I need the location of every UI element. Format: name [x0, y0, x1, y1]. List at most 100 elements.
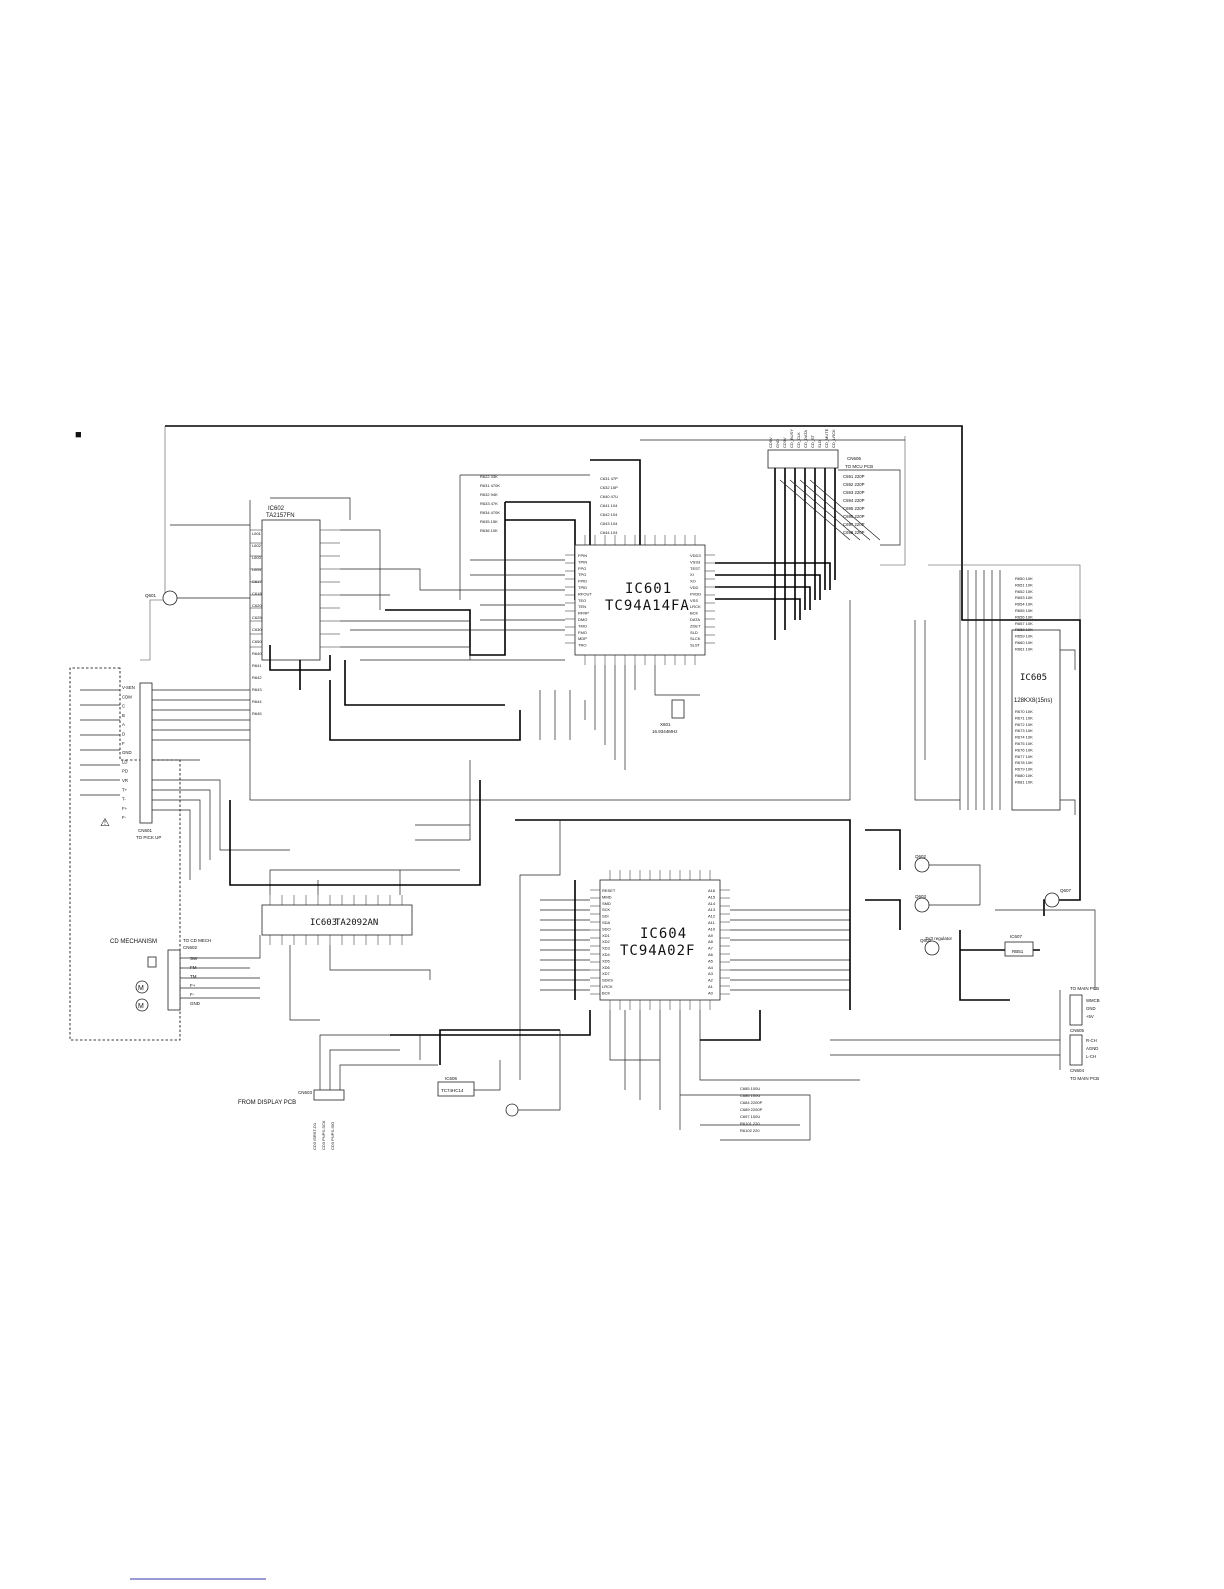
sled-motor-icon	[135, 998, 149, 1012]
ic602-part: TA2157FN	[266, 513, 295, 519]
ic601-pin-3: TPO	[578, 572, 586, 577]
display-pin-label-2: CD3 PNPS-SIO	[330, 1122, 335, 1150]
top-cap-1: C632 15P	[600, 485, 618, 490]
ic604-pinr-15: A1	[708, 984, 714, 989]
ic601-pins	[565, 535, 715, 665]
pickup-pin-label-13: F+	[122, 806, 128, 811]
r622-wire	[270, 497, 351, 520]
x601-crystal	[671, 699, 685, 719]
ic604-pin-7: XD1	[602, 933, 611, 938]
ic604-pinr-13: A3	[708, 971, 714, 976]
mcu-pin-label-4: CD_CLK	[796, 432, 801, 448]
ic601-ref: IC601	[625, 581, 672, 597]
mcu-pin-label-8: CD_MUTE	[824, 428, 829, 448]
mcu-cap-1: C692 220P	[843, 482, 865, 487]
ic604-ref: IC604	[640, 926, 687, 942]
ic602-body	[261, 519, 321, 661]
mcu-frame-right	[880, 436, 906, 566]
mech-pin-label-2: TM	[190, 974, 197, 979]
ic605-res-top-2: R652 10K	[1015, 589, 1033, 594]
cn601-dest: TO PICK UP	[136, 835, 161, 840]
cn604-pin-label-0: R-CH	[1086, 1038, 1097, 1043]
ic601-pinr-0: VDD3	[690, 553, 701, 558]
mcu-pin-label-3: CD_BUSY	[789, 429, 794, 448]
q607-wires	[995, 909, 1096, 990]
ic601-right-bus	[715, 562, 831, 620]
ic605-res-bot-1: R671 10K	[1015, 715, 1033, 720]
mech-pin-label-0: SW	[190, 956, 198, 961]
pickup-pin-label-14: F-	[122, 815, 127, 820]
ic601-pinr-12: SLD	[690, 630, 698, 635]
q607-ref: Q607	[1060, 888, 1072, 893]
ic604-pinr-10: A6	[708, 952, 714, 957]
ic601-pinr-5: VDD	[690, 585, 699, 590]
ic604-pinr-16: A0	[708, 990, 714, 995]
ic601-pin-12: FMO	[578, 630, 587, 635]
ic601-pin-14: TRO	[578, 643, 586, 648]
q602-symbol	[914, 857, 930, 873]
ic603-in-bus	[229, 780, 481, 886]
cn601-out-wires	[152, 689, 290, 880]
ic604-pinr-5: A11	[708, 920, 716, 925]
x601-freq: 16.9344MHz	[652, 729, 678, 734]
left-frame-wire	[140, 426, 166, 661]
pickup-pin-label-0: V-SEN	[122, 685, 135, 690]
top-cap-0: C631 47P	[600, 476, 618, 481]
audio-part-4: C697 100U	[740, 1114, 760, 1119]
mcu-pin-label-7: SLD	[817, 440, 822, 448]
cn606-dest: TO MCU PCB	[845, 464, 873, 469]
q604-symbol	[924, 940, 940, 956]
ic604-pin-16: BCK	[602, 990, 611, 995]
ic601-pinr-11: ZDET	[690, 623, 701, 628]
cn604-ref: CN604	[1070, 1068, 1085, 1073]
top-res-2: R632 94K	[480, 492, 498, 497]
ic604-pin-4: SDI	[602, 914, 609, 919]
mcu-pin-label-2: CD3V	[782, 437, 787, 448]
ic605-res-bot-4: R674 10K	[1015, 735, 1033, 740]
ic601-pin-13: MDP	[578, 636, 587, 641]
ic605-res-top-10: R660 10K	[1015, 640, 1033, 645]
ic605-left-bus	[914, 620, 960, 801]
ic601-pinr-13: SLCK	[690, 636, 701, 641]
ic605-res-top-1: R651 10K	[1015, 582, 1033, 587]
from-display-label: FROM DISPLAY PCB	[238, 1100, 296, 1106]
ic604-pin-15: LRCK	[602, 984, 613, 989]
ic601-pinr-14: SLST	[690, 643, 701, 648]
pickup-pin-label-9: PD	[122, 769, 128, 774]
ic605-body	[1011, 629, 1061, 811]
cn604-pin-label-1: AGND	[1086, 1046, 1098, 1051]
mcu-cap-5: C696 220P	[843, 514, 865, 519]
ic605-part: 128KX8(15ns)	[1014, 698, 1052, 704]
pickup-pin-label-8: LD	[122, 759, 128, 764]
audio-part-1: C686 100U	[740, 1093, 760, 1098]
mcu-5v-wire	[838, 469, 901, 546]
ic601-body	[574, 544, 706, 656]
top-cap-4: C642 104	[600, 512, 618, 517]
pickup-pin-label-10: VR	[122, 778, 128, 783]
ic603-cap-wires	[415, 760, 471, 841]
ic605-res-top-7: R657 10K	[1015, 621, 1033, 626]
q608-symbol	[505, 1103, 519, 1117]
ic605-vert-bus	[959, 570, 1001, 810]
audio-part-5: R6101 220	[740, 1121, 760, 1126]
display-wires	[319, 1034, 501, 1091]
ic604-pinr-9: A7	[708, 946, 714, 951]
ic605-res-top-0: R650 10K	[1015, 576, 1033, 581]
ic601-left-bus	[385, 502, 506, 656]
ic605-res-top-3: R653 10K	[1015, 595, 1033, 600]
cn604-dest: TO MAIN PCB	[1070, 1076, 1099, 1081]
ic605-res-bot-3: R673 10K	[1015, 728, 1033, 733]
ic605-res-bot-8: R678 10K	[1015, 760, 1033, 765]
cn605-dest: TO MAIN PCB	[1070, 986, 1099, 991]
cd-mechanism-label: CD MECHANISM	[110, 939, 157, 945]
ic605-ref: IC605	[1020, 673, 1047, 683]
pickup-pin-label-7: GND	[122, 750, 132, 755]
ic601-part: TC94A14FA	[605, 598, 690, 614]
ic604-pinr-7: A9	[708, 933, 714, 938]
ic601-pinr-8: LRCK	[690, 604, 701, 609]
q604-ref: Q604	[920, 938, 932, 943]
ic604-pinr-1: A15	[708, 894, 716, 899]
